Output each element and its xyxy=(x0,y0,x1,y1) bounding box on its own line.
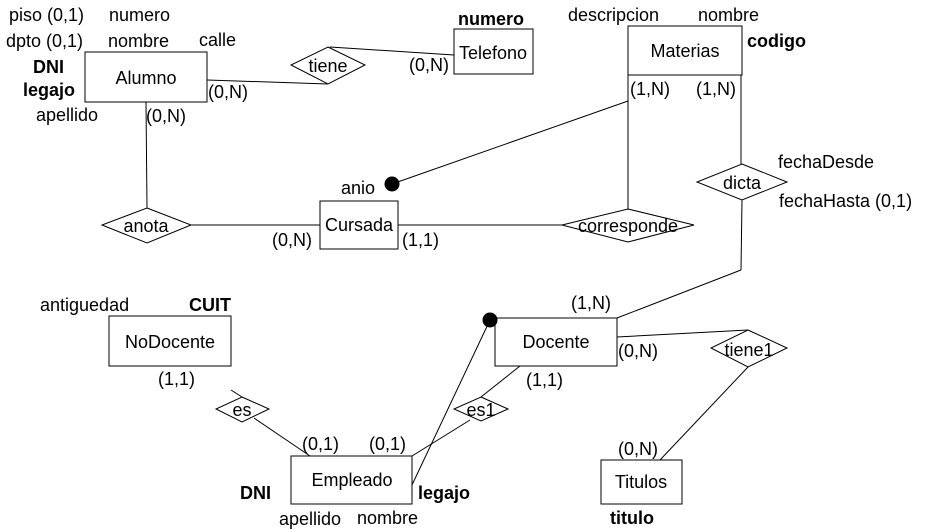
cardinality-cursada-anota: (0,N) xyxy=(272,230,312,250)
entity-alumno[interactable]: Alumno xyxy=(84,51,208,103)
line-alumno-anota xyxy=(145,101,148,209)
cardinality-nodocente-es: (1,1) xyxy=(158,369,195,389)
entity-telefono[interactable]: Telefono xyxy=(453,28,534,75)
attribute-alumno-nombre: nombre xyxy=(108,31,169,51)
line-tiene1-titulos xyxy=(659,366,749,461)
entity-nodocente-label: NoDocente xyxy=(125,332,215,352)
cardinality-alumno-tiene: (0,N) xyxy=(208,82,248,102)
line-empleado-docente-attr xyxy=(411,319,491,486)
line-nodocente-es xyxy=(230,389,243,398)
attribute-marker-docente xyxy=(482,312,498,328)
line-es1-empleado xyxy=(411,419,471,457)
cardinality-cursada-corresponde: (1,1) xyxy=(402,230,439,250)
attribute-titulos-titulo: titulo xyxy=(610,508,654,528)
entity-titulos-label: Titulos xyxy=(615,472,667,492)
cardinality-materias-corresponde: (1,N) xyxy=(630,79,670,99)
relationship-es-label: es xyxy=(232,400,251,420)
cardinality-empleado-es: (0,1) xyxy=(302,434,339,454)
relationship-es[interactable]: es xyxy=(214,396,271,423)
cardinality-materias-dicta: (1,N) xyxy=(696,79,736,99)
entity-materias-label: Materias xyxy=(650,41,719,61)
cardinality-titulos-tiene1: (0,N) xyxy=(618,439,658,459)
line-es-empleado xyxy=(253,417,311,457)
attribute-nodocente-cuit: CUIT xyxy=(189,295,231,315)
attribute-nodocente-antiguedad: antiguedad xyxy=(40,295,129,315)
entity-docente-label: Docente xyxy=(522,332,589,352)
attribute-marker-anio xyxy=(384,176,400,192)
entity-alumno-label: Alumno xyxy=(115,68,176,88)
entity-materias[interactable]: Materias xyxy=(627,25,743,76)
entity-telefono-label: Telefono xyxy=(459,43,527,63)
attribute-cursada-anio: anio xyxy=(341,178,375,198)
relationship-anota[interactable]: anota xyxy=(100,207,193,244)
cardinality-alumno-anota: (0,N) xyxy=(146,106,186,126)
attribute-materias-nombre: nombre xyxy=(698,5,759,25)
cardinality-docente-dicta: (1,N) xyxy=(571,293,611,313)
cardinality-docente-tiene1: (0,N) xyxy=(618,341,658,361)
cardinality-docente-es1: (1,1) xyxy=(526,370,563,390)
relationship-es1-label: es1 xyxy=(466,400,495,420)
relationship-anota-label: anota xyxy=(123,216,169,236)
cardinality-telefono-tiene: (0,N) xyxy=(409,55,449,75)
attribute-materias-codigo: codigo xyxy=(747,31,806,51)
entity-empleado[interactable]: Empleado xyxy=(290,455,413,505)
entity-cursada-label: Cursada xyxy=(325,215,394,235)
attribute-dicta-fechahasta: fechaHasta (0,1) xyxy=(779,191,912,211)
attribute-materias-descripcion: descripcion xyxy=(568,5,659,25)
relationship-dicta[interactable]: dicta xyxy=(695,163,789,201)
line-docente-es1 xyxy=(480,365,521,398)
relationship-dicta-label: dicta xyxy=(723,173,762,193)
entity-empleado-label: Empleado xyxy=(311,470,392,490)
relationship-tiene1[interactable]: tiene1 xyxy=(709,329,789,368)
attribute-alumno-piso: piso (0,1) xyxy=(9,5,84,25)
line-alumno-tiene xyxy=(206,79,329,85)
relationship-es1[interactable]: es1 xyxy=(452,396,510,422)
entity-titulos[interactable]: Titulos xyxy=(600,459,683,505)
cardinality-empleado-es1: (0,1) xyxy=(369,434,406,454)
attribute-empleado-legajo: legajo xyxy=(418,483,470,503)
attribute-telefono-numero: numero xyxy=(458,9,524,29)
attribute-alumno-dpto: dpto (0,1) xyxy=(6,31,83,51)
line-docente-tiene1 xyxy=(616,329,749,338)
attribute-dicta-fechadesde: fechaDesde xyxy=(778,152,874,172)
line-cursada-anio xyxy=(391,100,629,185)
line-tiene-telefono xyxy=(329,46,455,56)
entity-cursada[interactable]: Cursada xyxy=(319,200,399,250)
relationship-corresponde[interactable]: corresponde xyxy=(561,208,695,243)
relationship-corresponde-label: corresponde xyxy=(578,216,678,236)
attribute-alumno-dni: DNI xyxy=(33,57,64,77)
attribute-empleado-apellido: apellido xyxy=(279,509,341,529)
attribute-empleado-nombre: nombre xyxy=(357,508,418,528)
attribute-alumno-apellido: apellido xyxy=(36,105,98,125)
relationship-tiene1-label: tiene1 xyxy=(724,340,773,360)
attribute-empleado-dni: DNI xyxy=(240,483,271,503)
line-dicta-docente xyxy=(740,199,743,271)
entity-nodocente[interactable]: NoDocente xyxy=(108,315,232,367)
attribute-alumno-numero: numero xyxy=(109,5,170,25)
attribute-alumno-legajo: legajo xyxy=(23,80,75,100)
relationship-tiene-label: tiene xyxy=(308,56,347,76)
line-dicta-docente-2 xyxy=(616,269,742,319)
relationship-tiene[interactable]: tiene xyxy=(289,46,367,85)
entity-docente[interactable]: Docente xyxy=(494,317,618,367)
attribute-alumno-calle: calle xyxy=(199,30,236,50)
